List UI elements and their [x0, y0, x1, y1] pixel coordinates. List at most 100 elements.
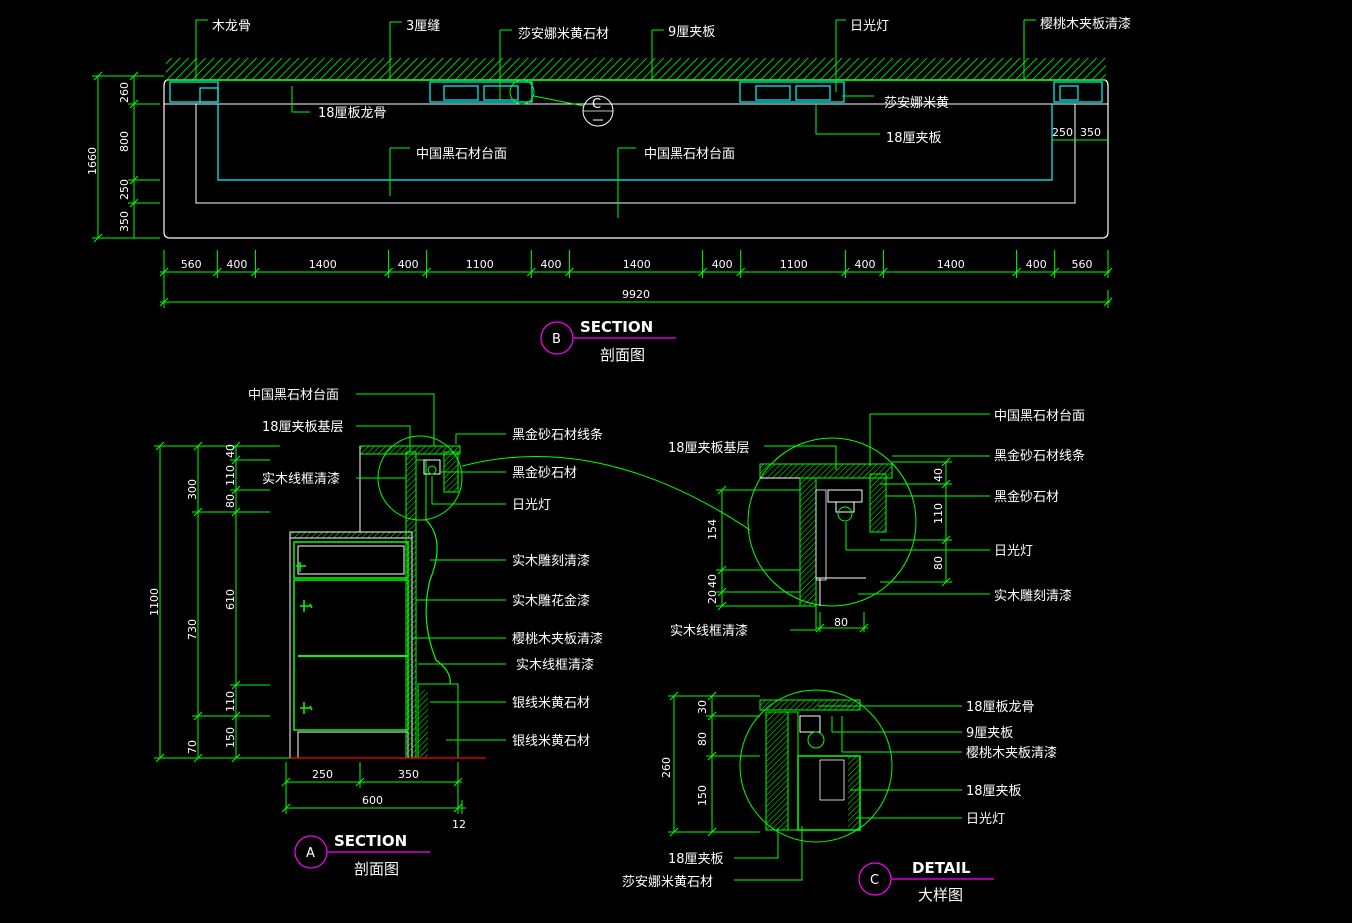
label-wood-joist: 木龙骨 [212, 19, 251, 34]
label-d-carving-lacquer: 实木雕刻清漆 [994, 588, 1072, 604]
label-c-marble: 莎安娜米黄石材 [622, 875, 713, 890]
label-c-18mm-joist: 18厘板龙骨 [966, 700, 1035, 715]
section-b-dim-1: 400 [226, 258, 247, 271]
label-a-cherry-veneer: 樱桃木夹板清漆 [512, 631, 603, 647]
inner-cyan-outline [217, 104, 1053, 181]
label-a-fluorescent: 日光灯 [512, 498, 551, 513]
label-black-granite-1: 中国黑石材台面 [416, 147, 507, 162]
svg-text:80: 80 [834, 616, 848, 629]
svg-text:110: 110 [224, 465, 237, 486]
label-d-18mm-base: 18厘夹板基层 [668, 441, 750, 456]
label-a-wood-frame-2: 实木线框清漆 [516, 657, 594, 673]
label-18mm-plywood: 18厘夹板 [886, 131, 942, 146]
label-a-carving-gold: 实木雕花金漆 [512, 593, 590, 609]
label-d-black-gold-stone: 黑金砂石材 [994, 489, 1059, 505]
label-a-black-granite: 中国黑石材台面 [248, 388, 339, 403]
section-b-dim-10: 1400 [937, 258, 965, 271]
label-a-silver-marble-2: 银线米黄石材 [512, 734, 590, 749]
section-a-title-en: SECTION [334, 832, 407, 850]
svg-text:A: A [306, 846, 315, 861]
svg-text:40: 40 [706, 574, 719, 588]
detail-callout-letter: C [592, 97, 601, 112]
svg-text:300: 300 [186, 479, 199, 500]
detail-upper-labels: 中国黑石材台面 18厘夹板基层 黑金砂石材线条 黑金砂石材 日光灯 实木雕刻清漆… [668, 409, 1085, 639]
section-b-drawing: C [163, 19, 1109, 239]
section-b-dim-12: 560 [1072, 258, 1093, 271]
inner-white-outline [195, 104, 1076, 204]
svg-text:250: 250 [312, 768, 333, 781]
label-c-18mm-plywood-2: 18厘夹板 [668, 852, 724, 867]
svg-text:600: 600 [362, 794, 383, 807]
label-cherry-veneer: 樱桃木夹板清漆 [1040, 16, 1131, 32]
detail-c-title-cn: 大样图 [918, 886, 963, 904]
section-b-vertical-dim-text: 1660 260 800 250 350 [86, 82, 131, 232]
detail-upper-drawing [716, 413, 990, 633]
label-black-granite-2: 中国黑石材台面 [644, 147, 735, 162]
section-b-dim-5: 400 [541, 258, 562, 271]
svg-text:1100: 1100 [148, 588, 161, 616]
section-a-labels: 中国黑石材台面 18厘夹板基层 实木线框清漆 黑金砂石材线条 黑金砂石材 日光灯… [248, 388, 603, 749]
svg-text:70: 70 [186, 740, 199, 754]
section-b-small-dims: 250 350 [1052, 126, 1108, 141]
label-d-stone-molding: 黑金砂石材线条 [994, 448, 1085, 464]
label-3mm-gap: 3厘缝 [406, 19, 440, 34]
svg-text:350: 350 [118, 211, 131, 232]
detail-c-title-en: DETAIL [912, 859, 971, 877]
label-a-stone-molding: 黑金砂石材线条 [512, 427, 603, 443]
svg-text:250: 250 [1052, 126, 1073, 139]
svg-text:80: 80 [696, 732, 709, 746]
label-a-18mm-base: 18厘夹板基层 [262, 420, 344, 435]
label-marble: 莎安娜米黄石材 [518, 27, 609, 42]
section-b-labels: 木龙骨 3厘缝 莎安娜米黄石材 9厘夹板 日光灯 樱桃木夹板清漆 18厘板龙骨 … [212, 16, 1131, 162]
section-b-dim-8: 1100 [780, 258, 808, 271]
svg-text:B: B [552, 332, 561, 347]
detail-c-labels: 18厘板龙骨 9厘夹板 樱桃木夹板清漆 18厘夹板 日光灯 18厘夹板 莎安娜米… [622, 700, 1057, 890]
label-c-9mm-plywood: 9厘夹板 [966, 726, 1013, 741]
svg-text:350: 350 [1080, 126, 1101, 139]
svg-text:260: 260 [660, 757, 673, 778]
ceiling-hatch [166, 58, 1106, 80]
label-a-silver-marble-1: 银线米黄石材 [512, 696, 590, 711]
svg-text:110: 110 [932, 503, 945, 524]
svg-text:20: 20 [706, 590, 719, 604]
svg-text:150: 150 [224, 727, 237, 748]
section-b-title-block: B SECTION 剖面图 [540, 318, 676, 364]
section-b-dim-7: 400 [712, 258, 733, 271]
section-b-horizontal-dims [159, 250, 1113, 308]
section-a-horizontal-dim-text: 250 350 600 12 [312, 768, 466, 831]
section-b-title-cn: 剖面图 [600, 346, 645, 364]
label-c-cherry-veneer: 樱桃木夹板清漆 [966, 745, 1057, 761]
section-b-dim-0: 560 [181, 258, 202, 271]
section-b-dim-2: 1400 [309, 258, 337, 271]
section-a-vertical-dim-text: 1100 300 730 70 40 110 80 610 110 150 [148, 444, 237, 754]
svg-text:730: 730 [186, 619, 199, 640]
label-a-black-gold-stone: 黑金砂石材 [512, 465, 577, 481]
section-b-vertical-dims [92, 71, 164, 243]
svg-text:1660: 1660 [86, 147, 99, 175]
section-a-horizontal-dims [281, 762, 466, 814]
svg-text:12: 12 [452, 818, 466, 831]
section-b-outline [163, 79, 1109, 239]
section-b-dim-4: 1100 [466, 258, 494, 271]
detail-c-title-block: C DETAIL 大样图 [858, 859, 994, 904]
label-9mm-plywood: 9厘夹板 [668, 25, 715, 40]
svg-text:110: 110 [224, 691, 237, 712]
svg-text:154: 154 [706, 519, 719, 540]
label-a-carving-lacquer: 实木雕刻清漆 [512, 553, 590, 569]
section-a-drawing [289, 393, 751, 759]
label-fluorescent: 日光灯 [850, 19, 889, 34]
svg-text:250: 250 [118, 179, 131, 200]
svg-text:80: 80 [932, 556, 945, 570]
section-b-dim-6: 1400 [623, 258, 651, 271]
svg-text:150: 150 [696, 785, 709, 806]
label-d-fluorescent: 日光灯 [994, 544, 1033, 559]
svg-text:40: 40 [932, 468, 945, 482]
label-18mm-joist: 18厘板龙骨 [318, 106, 387, 121]
section-a-title-block: A SECTION 剖面图 [294, 832, 430, 878]
svg-text:80: 80 [224, 494, 237, 508]
svg-text:40: 40 [224, 444, 237, 458]
section-b-dim-3: 400 [398, 258, 419, 271]
label-d-wood-frame: 实木线框清漆 [670, 623, 748, 639]
